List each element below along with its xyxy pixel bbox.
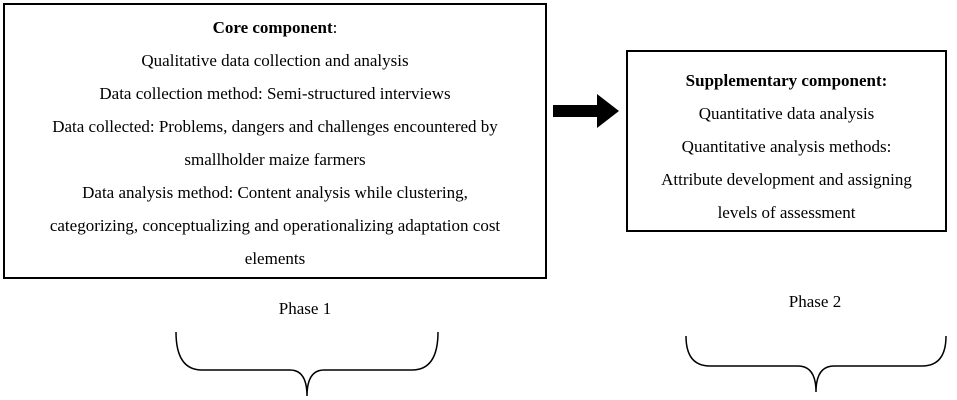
supplementary-component-box: Supplementary component: Quantitative da…: [626, 50, 947, 232]
supplementary-line: Quantitative analysis methods:: [681, 137, 892, 156]
phase-1-label: Phase 1: [278, 299, 332, 318]
supplementary-line: levels of assessment: [717, 203, 856, 222]
core-line: Qualitative data collection and analysis: [141, 51, 409, 70]
core-component-title: Core component:: [212, 18, 338, 37]
core-component-box: Core component: Qualitative data collect…: [3, 3, 547, 279]
phase-2-brace-icon: [685, 335, 947, 393]
phase-2-label: Phase 2: [788, 292, 842, 311]
supplementary-line: Attribute development and assigning: [661, 170, 912, 189]
core-line: categorizing, conceptualizing and operat…: [49, 216, 501, 235]
core-line: smallholder maize farmers: [184, 150, 366, 169]
core-line: elements: [244, 249, 306, 268]
supplementary-component-title: Supplementary component:: [685, 71, 888, 90]
right-arrow-icon: [553, 94, 619, 128]
supplementary-line: Quantitative data analysis: [698, 104, 875, 123]
core-line: Data collected: Problems, dangers and ch…: [52, 117, 498, 136]
core-line: Data collection method: Semi-structured …: [99, 84, 451, 103]
core-line: Data analysis method: Content analysis w…: [82, 183, 468, 202]
phase-1-brace-icon: [175, 331, 439, 397]
